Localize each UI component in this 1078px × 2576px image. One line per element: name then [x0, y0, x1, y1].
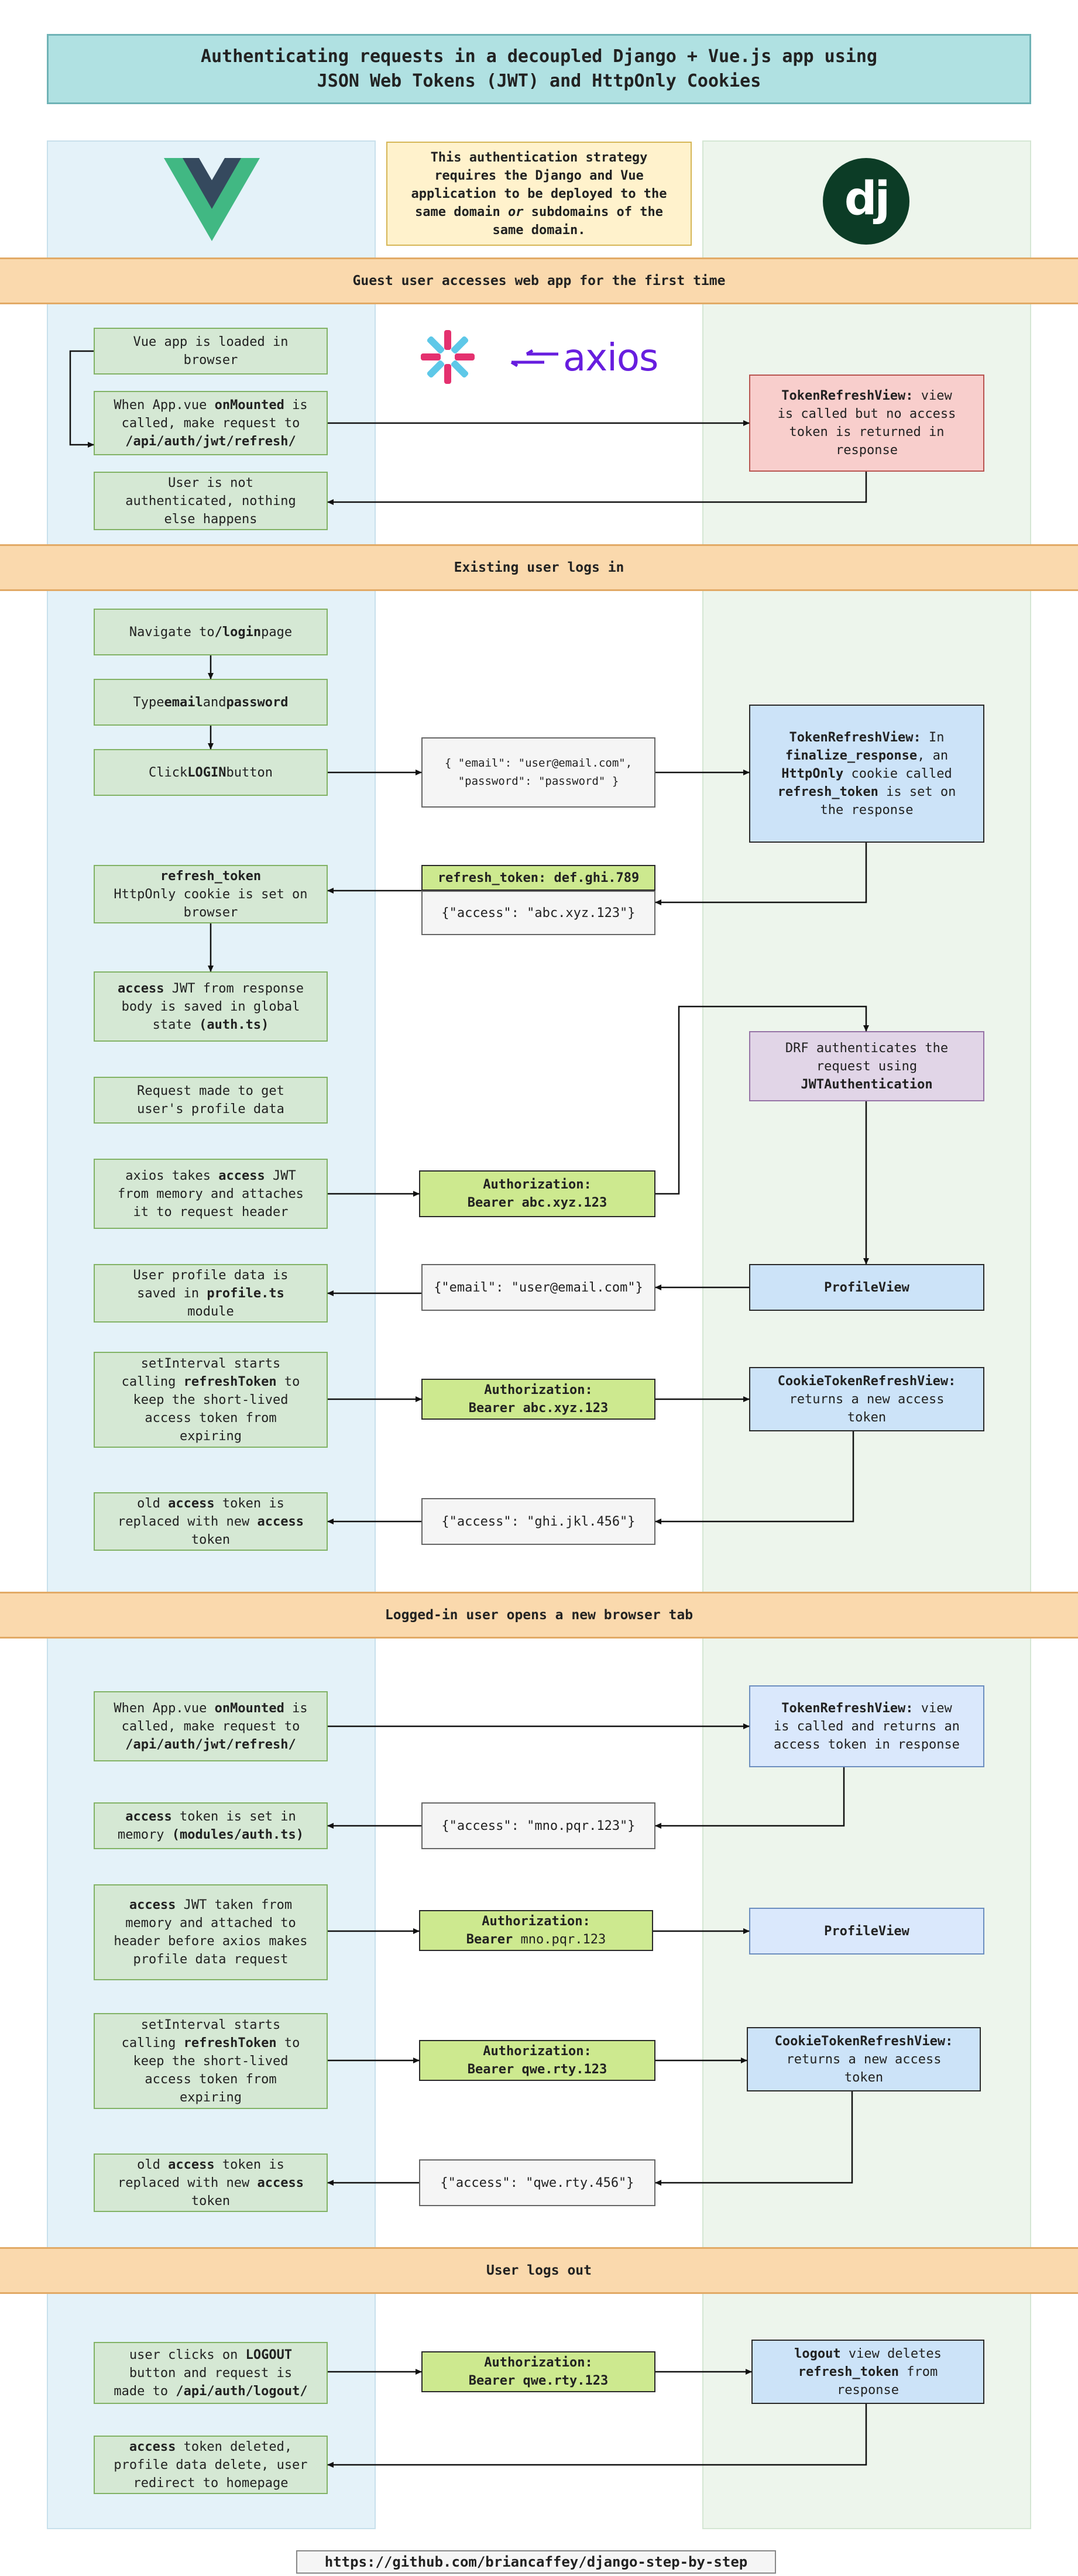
- deployment-note: This authentication strategy requires th…: [386, 142, 692, 246]
- new-access-response: {"access": "ghi.jkl.456"}: [421, 1498, 655, 1545]
- cookie-token-refresh-view: CookieTokenRefreshView: returns a new ac…: [749, 1367, 984, 1431]
- axios-arrows-icon: [510, 349, 558, 367]
- profile-view: ProfileView: [749, 1264, 984, 1311]
- authorization-header-logout: Authorization: Bearer qwe.rty.123: [421, 2351, 655, 2392]
- arrow-refresh-to-not-auth: [327, 472, 867, 505]
- section-user-logs-out: User logs out: [0, 2247, 1078, 2294]
- authorization-header-abc: Authorization: Bearer abc.xyz.123: [419, 1170, 655, 1217]
- login-access-response: {"access": "abc.xyz.123"}: [421, 891, 655, 935]
- arrow-header-to-drf: [655, 1005, 869, 1195]
- access-saved-state-step: access JWT from response body is saved i…: [94, 971, 328, 1042]
- django-logo-icon: dj: [823, 158, 909, 245]
- cookie-token-refresh-view-new-tab: CookieTokenRefreshView: returns a new ac…: [747, 2027, 981, 2091]
- profile-view-new-tab: ProfileView: [749, 1908, 984, 1955]
- drf-jwt-authentication: DRF authenticates the request using JWTA…: [749, 1031, 984, 1101]
- set-interval-step: setInterval starts calling refreshToken …: [94, 1352, 328, 1448]
- profile-response: {"email": "user@email.com"}: [421, 1264, 655, 1311]
- arrow-logout-view-to-deleted: [327, 2404, 867, 2468]
- diagram-title: Authenticating requests in a decoupled D…: [47, 34, 1031, 104]
- token-refresh-view-no-token: TokenRefreshView: view is called but no …: [749, 375, 984, 472]
- new-tab-token-replaced-step: old access token is replaced with new ac…: [94, 2153, 328, 2212]
- navigate-login-step: Navigate to /login page: [94, 609, 328, 655]
- user-not-authenticated-step: User is not authenticated, nothing else …: [94, 472, 328, 530]
- authorization-header-refresh: Authorization: Bearer abc.xyz.123: [421, 1379, 655, 1420]
- new-tab-mounted-step: When App.vue onMounted is called, make r…: [94, 1691, 328, 1761]
- token-set-in-memory-step: access token is set in memory (modules/a…: [94, 1802, 328, 1849]
- backend-lane: [702, 140, 1031, 2529]
- refresh-cookie-set-step: refresh_token HttpOnly cookie is set on …: [94, 865, 328, 923]
- login-request-body: { "email": "user@email.com", "password":…: [421, 737, 655, 808]
- vue-app-loaded-step: Vue app is loaded in browser: [94, 328, 328, 375]
- vue-logo-icon: [164, 158, 260, 241]
- logout-click-step: user clicks on LOGOUT button and request…: [94, 2342, 328, 2404]
- app-mounted-refresh-step: When App.vue onMounted is called, make r…: [94, 391, 328, 455]
- new-tab-access-response: {"access": "mno.pqr.123"}: [421, 1802, 655, 1849]
- logout-view: logout view deletes refresh_token from r…: [751, 2340, 984, 2404]
- type-credentials-step: Type email and password: [94, 679, 328, 726]
- arrow-cookie-refresh-to-response: [655, 1431, 854, 1524]
- arrow-refresh-to-newtab-response: [655, 1767, 845, 1829]
- new-tab-new-access-response: {"access": "qwe.rty.456"}: [419, 2159, 655, 2206]
- axios-logo: axios: [509, 329, 667, 387]
- request-profile-step: Request made to get user's profile data: [94, 1077, 328, 1124]
- authorization-header-qwe: Authorization: Bearer qwe.rty.123: [419, 2040, 655, 2081]
- arrow-loaded-to-mounted: [69, 350, 94, 448]
- section-user-logs-in: Existing user logs in: [0, 544, 1078, 591]
- profile-saved-step: User profile data is saved in profile.ts…: [94, 1264, 328, 1323]
- section-new-browser-tab: Logged-in user opens a new browser tab: [0, 1592, 1078, 1639]
- axios-attach-header-step: axios takes access JWT from memory and a…: [94, 1159, 328, 1229]
- arrow-refresh-to-response: [655, 843, 867, 905]
- jwt-attached-header-step: access JWT taken from memory and attache…: [94, 1884, 328, 1980]
- authorization-header-mno: Authorization: Bearer mno.pqr.123: [419, 1910, 653, 1951]
- click-login-step: Click LOGIN button: [94, 749, 328, 796]
- frontend-lane: [47, 140, 376, 2529]
- axios-starburst-icon: [421, 330, 475, 384]
- token-refresh-view-returns-token: TokenRefreshView: view is called and ret…: [749, 1685, 984, 1767]
- github-link[interactable]: https://github.com/briancaffey/django-st…: [296, 2550, 776, 2574]
- refresh-token-cookie-label: refresh_token: def.ghi.789: [421, 865, 655, 891]
- old-token-replaced-step: old access token is replaced with new ac…: [94, 1492, 328, 1551]
- arrow-newtab-refresh-to-response: [655, 2091, 853, 2186]
- section-guest-first-visit: Guest user accesses web app for the firs…: [0, 257, 1078, 304]
- new-tab-set-interval-step: setInterval starts calling refreshToken …: [94, 2013, 328, 2109]
- token-refresh-view-login: TokenRefreshView: In finalize_response, …: [749, 705, 984, 843]
